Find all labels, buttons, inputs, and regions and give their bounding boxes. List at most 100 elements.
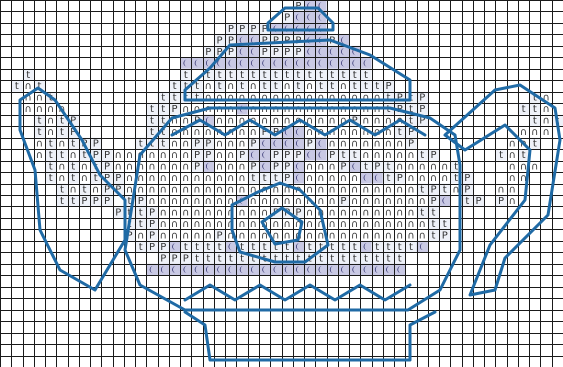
t-symbol: t xyxy=(139,242,143,253)
pattern-cell xyxy=(248,149,259,160)
t-symbol: t xyxy=(60,150,64,161)
p-symbol: P xyxy=(149,230,155,241)
t-symbol: t xyxy=(387,173,391,184)
pattern-cell xyxy=(259,57,270,68)
arch-symbol: ∩ xyxy=(351,139,358,150)
arch-symbol: ∩ xyxy=(205,207,212,218)
arch-symbol: ∩ xyxy=(227,116,234,127)
arch-symbol: ∩ xyxy=(160,230,167,241)
t-symbol: t xyxy=(319,253,323,264)
p-symbol: P xyxy=(464,173,470,184)
t-symbol: t xyxy=(139,139,143,150)
arch-symbol: ∩ xyxy=(340,139,347,150)
t-symbol: t xyxy=(330,81,334,92)
arch-symbol: ∩ xyxy=(160,162,167,173)
pattern-cell xyxy=(259,149,270,160)
arch-symbol: ∩ xyxy=(238,207,245,218)
arch-symbol: ∩ xyxy=(509,150,516,161)
arch-symbol: ∩ xyxy=(329,139,336,150)
t-symbol: t xyxy=(420,150,424,161)
t-symbol: t xyxy=(37,116,41,127)
t-symbol: t xyxy=(240,70,244,81)
arch-symbol: ∩ xyxy=(205,81,212,92)
t-symbol: t xyxy=(173,93,177,104)
arch-symbol: ∩ xyxy=(407,150,414,161)
t-symbol: t xyxy=(173,81,177,92)
pattern-cell xyxy=(360,57,371,68)
arch-symbol: ∩ xyxy=(340,127,347,138)
p-symbol: P xyxy=(149,207,155,218)
t-symbol: t xyxy=(60,184,64,195)
arch-symbol: ∩ xyxy=(272,104,279,115)
t-symbol: t xyxy=(60,116,64,127)
arch-symbol: ∩ xyxy=(317,104,324,115)
pattern-cell xyxy=(293,11,304,22)
arch-symbol: ∩ xyxy=(306,93,313,104)
arch-symbol: ∩ xyxy=(238,93,245,104)
pattern-cell xyxy=(315,264,326,275)
pattern-cell xyxy=(315,138,326,149)
arch-symbol: ∩ xyxy=(317,116,324,127)
p-symbol: P xyxy=(419,93,425,104)
pattern-cell xyxy=(259,138,270,149)
t-symbol: t xyxy=(375,81,379,92)
arch-symbol: ∩ xyxy=(407,184,414,195)
p-symbol: P xyxy=(430,196,436,207)
arch-symbol: ∩ xyxy=(306,207,313,218)
arch-symbol: ∩ xyxy=(542,116,549,127)
arch-symbol: ∩ xyxy=(205,184,212,195)
arch-symbol: ∩ xyxy=(419,196,426,207)
pattern-cell xyxy=(304,11,315,22)
t-symbol: t xyxy=(274,173,278,184)
t-symbol: t xyxy=(454,162,458,173)
arch-symbol: ∩ xyxy=(407,219,414,230)
arch-symbol: ∩ xyxy=(430,162,437,173)
t-symbol: t xyxy=(443,219,447,230)
pattern-cell xyxy=(248,264,259,275)
t-symbol: t xyxy=(398,127,402,138)
t-symbol: t xyxy=(398,253,402,264)
t-symbol: t xyxy=(263,173,267,184)
pattern-cell xyxy=(372,172,383,183)
arch-symbol: ∩ xyxy=(238,219,245,230)
arch-symbol: ∩ xyxy=(227,162,234,173)
arch-symbol: ∩ xyxy=(238,173,245,184)
pattern-cell xyxy=(236,264,247,275)
arch-symbol: ∩ xyxy=(205,219,212,230)
arch-symbol: ∩ xyxy=(531,162,538,173)
t-symbol: t xyxy=(499,150,503,161)
arch-symbol: ∩ xyxy=(171,207,178,218)
p-symbol: P xyxy=(284,12,290,23)
arch-symbol: ∩ xyxy=(317,173,324,184)
arch-symbol: ∩ xyxy=(70,150,77,161)
pattern-cell xyxy=(248,57,259,68)
arch-symbol: ∩ xyxy=(81,173,88,184)
arch-symbol: ∩ xyxy=(351,127,358,138)
t-symbol: t xyxy=(341,70,345,81)
arch-symbol: ∩ xyxy=(148,173,155,184)
pattern-cell xyxy=(360,264,371,275)
arch-symbol: ∩ xyxy=(362,93,369,104)
t-symbol: t xyxy=(341,253,345,264)
t-symbol: t xyxy=(296,81,300,92)
pattern-cell xyxy=(203,264,214,275)
t-symbol: t xyxy=(139,207,143,218)
p-symbol: P xyxy=(138,196,144,207)
arch-symbol: ∩ xyxy=(374,196,381,207)
arch-symbol: ∩ xyxy=(396,184,403,195)
arch-symbol: ∩ xyxy=(250,219,257,230)
arch-symbol: ∩ xyxy=(340,173,347,184)
arch-symbol: ∩ xyxy=(250,196,257,207)
arch-symbol: ∩ xyxy=(430,173,437,184)
arch-symbol: ∩ xyxy=(182,230,189,241)
arch-symbol: ∩ xyxy=(193,127,200,138)
t-symbol: t xyxy=(533,116,537,127)
arch-symbol: ∩ xyxy=(171,219,178,230)
arch-symbol: ∩ xyxy=(171,230,178,241)
arch-symbol: ∩ xyxy=(216,150,223,161)
t-symbol: t xyxy=(398,242,402,253)
t-symbol: t xyxy=(387,162,391,173)
arch-symbol: ∩ xyxy=(317,184,324,195)
arch-symbol: ∩ xyxy=(306,230,313,241)
arch-symbol: ∩ xyxy=(374,93,381,104)
